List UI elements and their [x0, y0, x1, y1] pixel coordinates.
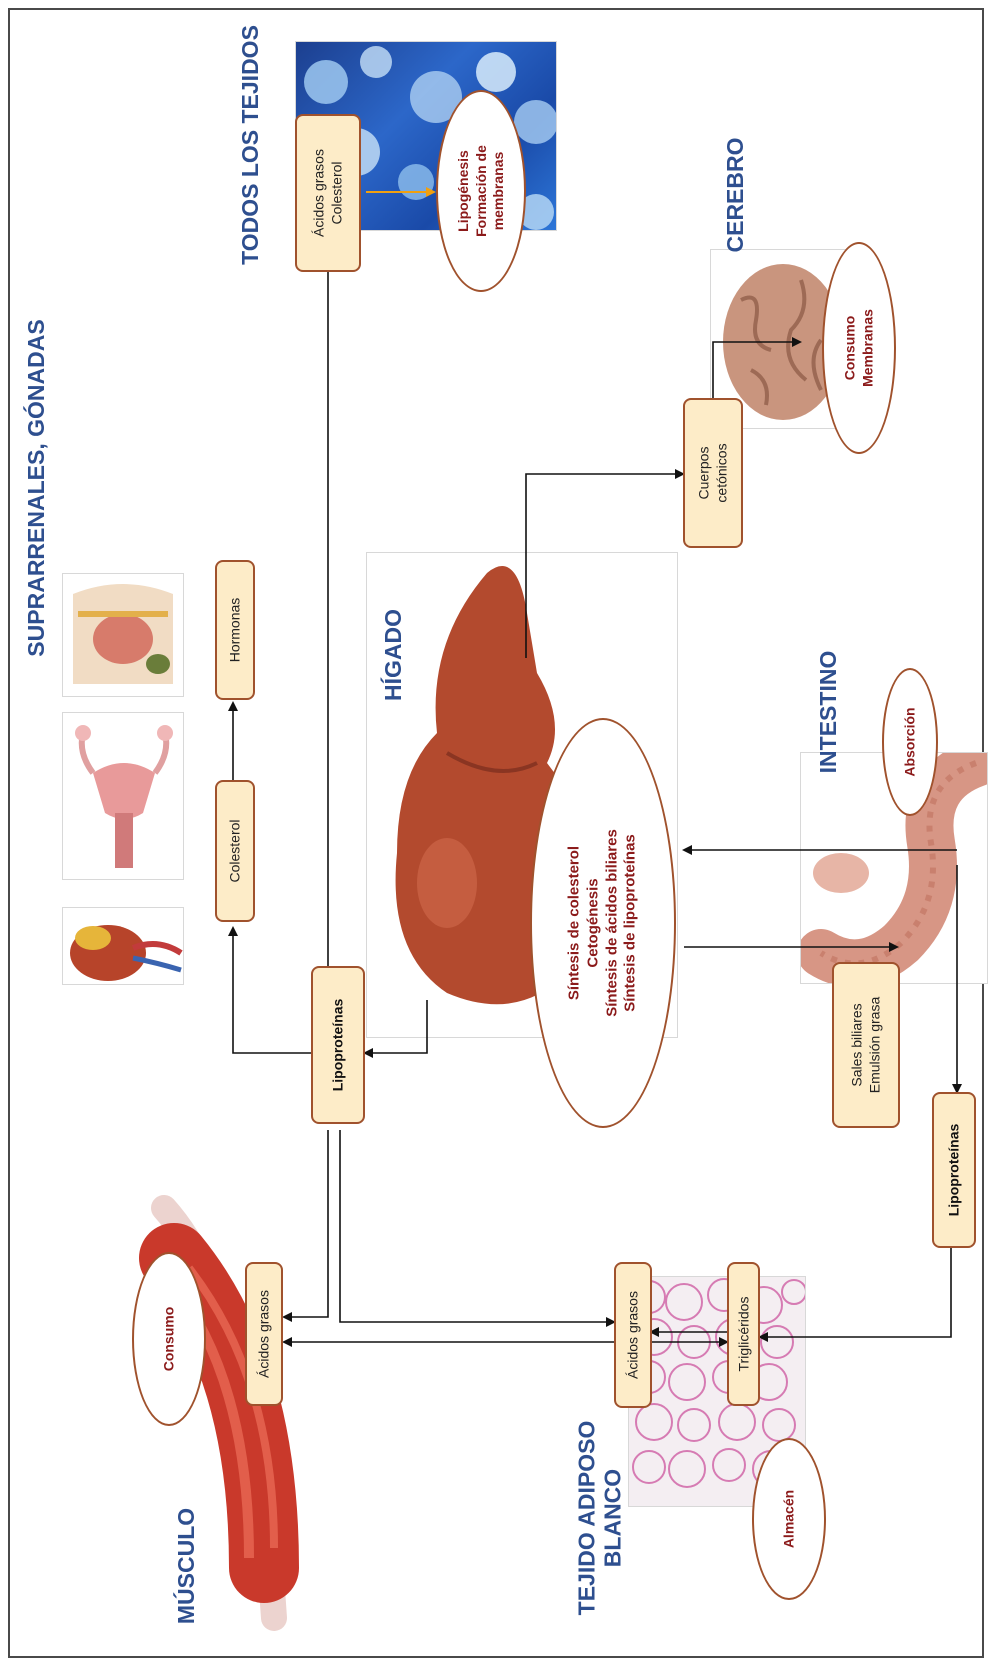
ellipse-consumo-membranas: Consumo Membranas — [822, 242, 896, 454]
formacion-de-text: Formación de — [472, 145, 490, 237]
gonads-image — [62, 573, 184, 697]
box-lipoproteinas-higado: Lipoproteínas — [311, 966, 365, 1124]
title-cerebro: CEREBRO — [722, 137, 748, 252]
absorcion-label: Absorción — [901, 707, 919, 776]
title-higado: HÍGADO — [380, 609, 406, 701]
title-adiposo-line2: BLANCO — [600, 1421, 626, 1616]
sintesis-lipoproteinas-text: Síntesis de lipoproteínas — [622, 829, 641, 1017]
box-acidos-colesterol-label: Ácidos grasos Colesterol — [311, 149, 346, 237]
ellipse-absorcion: Absorción — [882, 668, 938, 816]
trigliceridos-label: Triglicéridos — [735, 1297, 753, 1372]
ellipse-lipogenesis: Lipogénesis Formación de membranas — [436, 90, 526, 292]
ellipse-consumo-musculo: Consumo — [132, 1252, 206, 1426]
consumo-membranas-label: Consumo Membranas — [842, 309, 877, 387]
sales-biliares-label: Sales biliares Emulsión grasa — [849, 997, 884, 1094]
box-sales-biliares: Sales biliares Emulsión grasa — [832, 962, 900, 1128]
box-trigliceridos: Triglicéridos — [727, 1262, 760, 1406]
emulsion-grasa-text: Emulsión grasa — [866, 997, 884, 1094]
cetonicos-text: cetónicos — [713, 443, 731, 502]
title-tejido-adiposo: TEJIDO ADIPOSO BLANCO — [574, 1421, 627, 1616]
box-acidos-grasos-musculo: Ácidos grasos — [245, 1262, 283, 1406]
title-todos-tejidos: TODOS LOS TEJIDOS — [237, 25, 263, 265]
almacen-label: Almacén — [780, 1490, 798, 1548]
title-intestino: INTESTINO — [815, 651, 841, 774]
box-colesterol: Colesterol — [215, 780, 255, 922]
acidos-grasos-adiposo-label: Ácidos grasos — [624, 1291, 642, 1379]
title-musculo: MÚSCULO — [173, 1508, 199, 1624]
box-hormonas: Hormonas — [215, 560, 255, 700]
box-cuerpos-cetonicos: Cuerpos cetónicos — [683, 398, 743, 548]
sales-biliares-text: Sales biliares — [849, 997, 867, 1094]
box-acidos-grasos-colesterol: Ácidos grasos Colesterol — [295, 114, 361, 272]
membranas-text: membranas — [490, 145, 508, 237]
cuerpos-cetonicos-label: Cuerpos cetónicos — [696, 443, 731, 502]
box-lipoproteinas-intestino: Lipoproteínas — [932, 1092, 976, 1248]
hormonas-label: Hormonas — [226, 598, 244, 663]
lipogenesis-label: Lipogénesis Formación de membranas — [455, 145, 508, 237]
box-acidos-grasos-adiposo: Ácidos grasos — [614, 1262, 652, 1408]
colesterol-text: Colesterol — [328, 149, 346, 237]
acidos-grasos-text: Ácidos grasos — [311, 149, 329, 237]
sintesis-colesterol-text: Síntesis de colesterol — [566, 829, 585, 1017]
cetogenesis-text: Cetogénesis — [584, 829, 603, 1017]
acidos-grasos-musculo-label: Ácidos grasos — [255, 1290, 273, 1378]
sintesis-higado-label: Síntesis de colesterol Cetogénesis Sínte… — [566, 829, 641, 1017]
consumo-cerebro-text: Consumo — [842, 309, 860, 387]
lipogenesis-text: Lipogénesis — [455, 145, 473, 237]
ellipse-almacen: Almacén — [752, 1438, 826, 1600]
lipoproteinas-intestino-label: Lipoproteínas — [945, 1124, 963, 1217]
ellipse-sintesis-higado: Síntesis de colesterol Cetogénesis Sínte… — [530, 718, 676, 1128]
title-suprarrenales: SUPRARRENALES, GÓNADAS — [23, 319, 49, 656]
membranas-cerebro-text: Membranas — [859, 309, 877, 387]
consumo-musculo-label: Consumo — [160, 1307, 178, 1372]
uterus-image — [62, 712, 184, 880]
sintesis-acidos-biliares-text: Síntesis de ácidos biliares — [603, 829, 622, 1017]
colesterol-label: Colesterol — [226, 819, 244, 882]
lipoproteinas-higado-label: Lipoproteínas — [329, 999, 347, 1092]
title-adiposo-line1: TEJIDO ADIPOSO — [574, 1421, 600, 1616]
kidney-image — [62, 907, 184, 985]
cuerpos-text: Cuerpos — [696, 443, 714, 502]
